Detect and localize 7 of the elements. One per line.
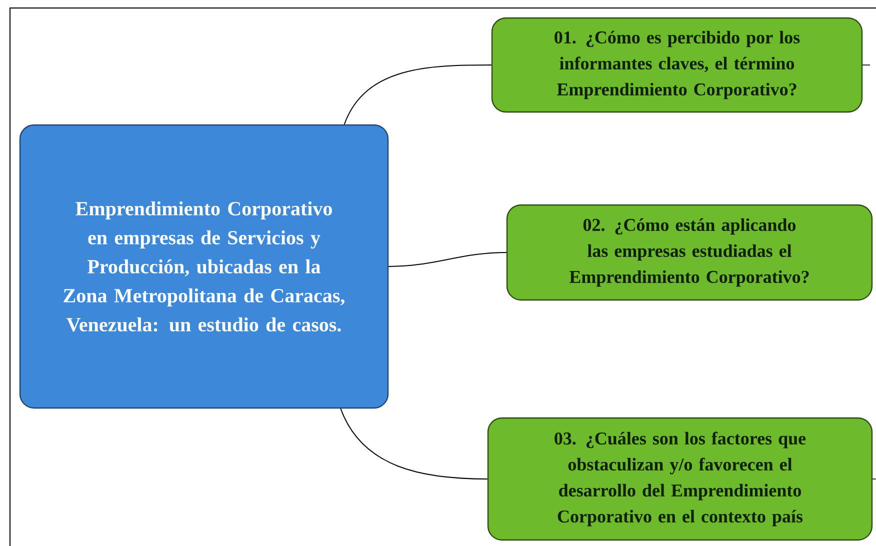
question-box: 03. ¿Cuáles son los factores que obstaculizan y/o favorecen el desarrollo del Emprendimiento Corporativo en el contexto país — [487, 417, 873, 541]
topic-box: Emprendimiento Corporativo en empresas de Servicios y Producción, ubicadas en la Zona Metropolitana de Caracas, Venezuela: un estudio de casos. — [19, 124, 389, 409]
connector-line — [388, 252, 507, 267]
question-box: 02. ¿Cómo están aplicando las empresas estudiadas el Emprendimiento Corporativo? — [506, 204, 873, 301]
connector-line — [344, 64, 492, 125]
question-box: 01. ¿Cómo es percibido por los informantes claves, el término Emprendimiento Corporativo? — [491, 17, 863, 113]
connector-line — [340, 408, 488, 480]
